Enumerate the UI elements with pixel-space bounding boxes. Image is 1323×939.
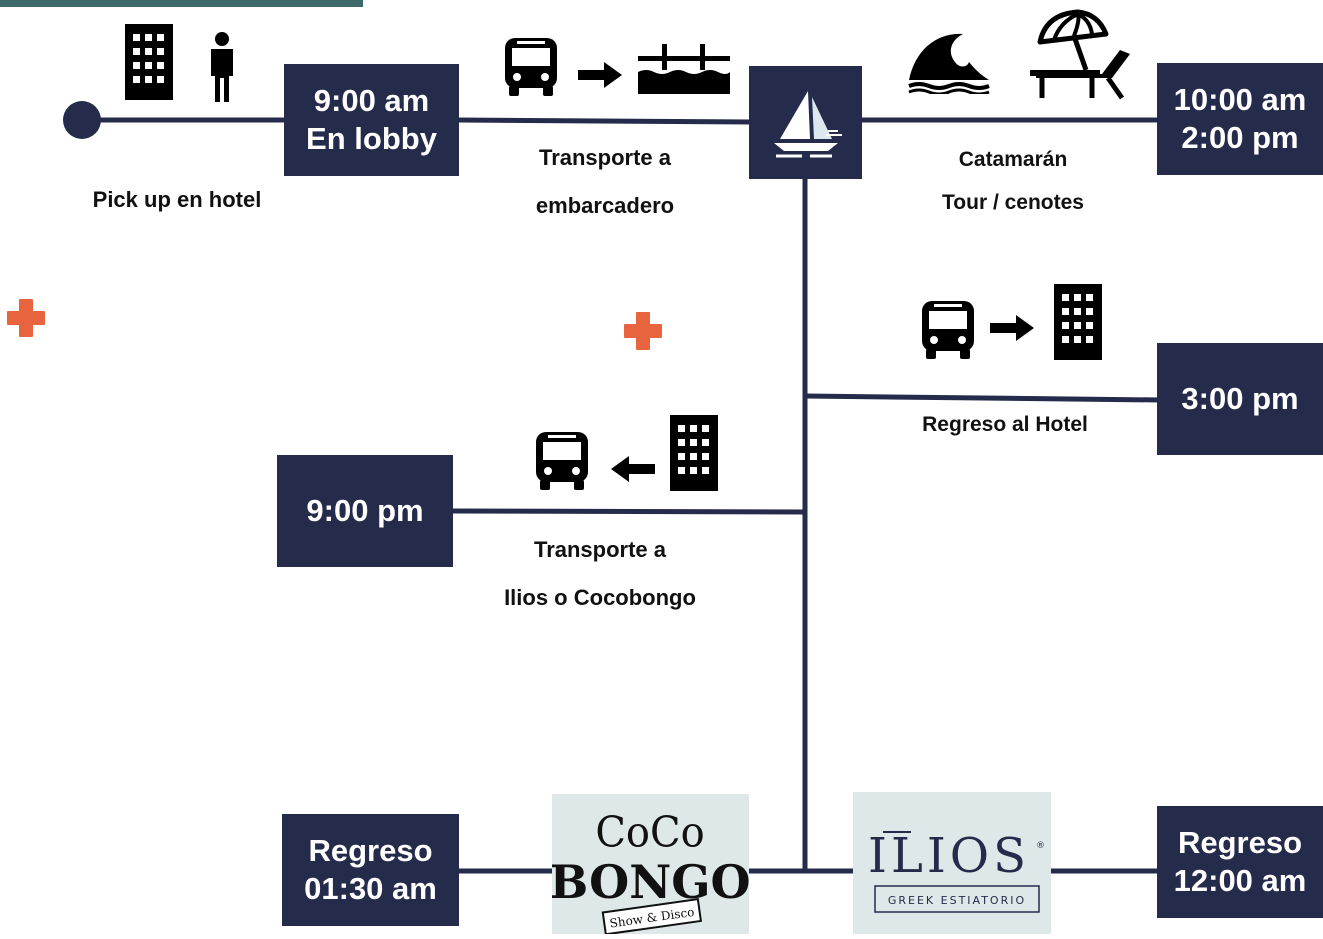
time-box-regreso-coco-line2: 01:30 am <box>304 871 437 906</box>
time-box-regreso-ilios-line2: 12:00 am <box>1173 863 1307 898</box>
connector-transport <box>457 117 753 125</box>
building-icon <box>1054 284 1102 360</box>
sailboat-icon <box>773 90 842 157</box>
cocobongo-logo-line1: CoCo <box>595 808 704 857</box>
label-catamaran: Catamarán Tour / cenotes <box>888 148 1138 215</box>
beach-umbrella-icon <box>1030 9 1130 100</box>
sailboat-box <box>749 66 862 179</box>
label-transport-embarcadero-line1: Transporte a <box>538 145 672 170</box>
person-icon <box>211 32 233 102</box>
label-transport-night-line1: Transporte a <box>533 537 667 562</box>
pier-icon <box>638 44 730 94</box>
label-transport-embarcadero-line2: embarcadero <box>535 193 675 218</box>
label-catamaran-line2: Tour / cenotes <box>942 191 1084 214</box>
label-transport-night-line2: Ilios o Cocobongo <box>504 585 696 610</box>
cocobongo-logo-art: CoCo BONGO Show & Disco <box>549 808 751 936</box>
label-catamaran-line1: Catamarán <box>958 148 1068 171</box>
ilios-logo: ILIOS ® GREEK ESTIATORIO <box>853 792 1051 934</box>
connector-return-hotel <box>804 393 1161 403</box>
ilios-logo-name: ILIOS <box>868 828 1030 884</box>
wave-icon <box>908 33 990 94</box>
label-transport-night: Transporte a Ilios o Cocobongo <box>460 538 740 610</box>
plus-decoration-icon <box>624 312 662 350</box>
bus-icon <box>922 301 974 359</box>
bus-icon <box>536 432 588 490</box>
arrow-right-icon <box>578 62 622 88</box>
arrow-left-icon <box>611 456 655 482</box>
ilios-logo-tag: GREEK ESTIATORIO <box>888 894 1026 907</box>
cocobongo-logo-line2: BONGO <box>552 855 749 909</box>
time-box-regreso-ilios: Regreso 12:00 am <box>1157 806 1323 918</box>
building-icon <box>670 415 718 491</box>
time-box-pickup-line1: 9:00 am <box>313 83 430 118</box>
time-box-tour-line1: 10:00 am <box>1173 82 1307 117</box>
time-box-return-line1: 3:00 pm <box>1181 381 1299 416</box>
ilios-logo-art: ILIOS ® GREEK ESTIATORIO <box>868 828 1045 913</box>
ilios-logo-mark: ® <box>1036 841 1045 851</box>
time-box-return: 3:00 pm <box>1157 343 1323 455</box>
time-box-regreso-coco-line1: Regreso <box>308 833 433 868</box>
label-pickup: Pick up en hotel <box>92 187 262 212</box>
building-icon <box>125 24 173 100</box>
cocobongo-logo: CoCo BONGO Show & Disco <box>549 794 751 936</box>
arrow-right-icon <box>990 315 1034 341</box>
time-box-pickup: 9:00 am En lobby <box>284 64 459 176</box>
time-box-regreso-ilios-line1: Regreso <box>1177 825 1303 860</box>
time-box-night: 9:00 pm <box>277 455 453 567</box>
start-dot <box>63 101 101 139</box>
bus-icon <box>505 38 557 96</box>
connector-transport-night <box>451 508 806 515</box>
label-return-hotel: Regreso al Hotel <box>922 413 1088 436</box>
label-transport-embarcadero: Transporte a embarcadero <box>480 146 730 218</box>
time-box-pickup-line2: En lobby <box>306 121 437 156</box>
top-accent-bar <box>0 0 363 7</box>
plus-decoration-icon <box>7 299 45 337</box>
time-box-tour-line2: 2:00 pm <box>1181 120 1299 155</box>
time-box-tour: 10:00 am 2:00 pm <box>1157 63 1323 175</box>
time-box-regreso-coco: Regreso 01:30 am <box>282 814 459 926</box>
time-box-night-line1: 9:00 pm <box>306 493 424 528</box>
